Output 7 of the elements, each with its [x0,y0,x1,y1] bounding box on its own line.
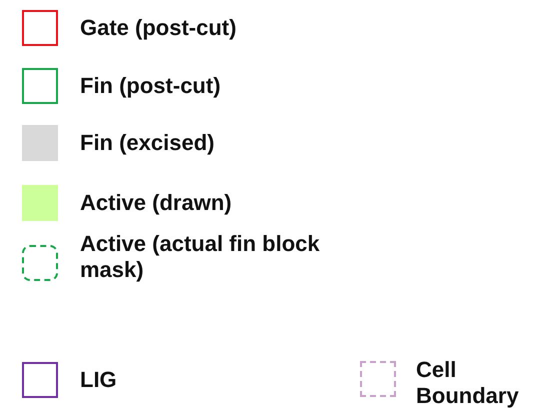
legend-label: Active (actual fin block mask) [80,231,320,283]
legend-label: LIG [80,367,118,393]
legend-label: Cell Boundary [416,357,520,409]
legend-label: Active (drawn) [80,190,233,216]
legend-label: Gate (post-cut) [80,15,238,41]
legend-label: Fin (excised) [80,130,216,156]
legend-label: Fin (post-cut) [80,73,222,99]
